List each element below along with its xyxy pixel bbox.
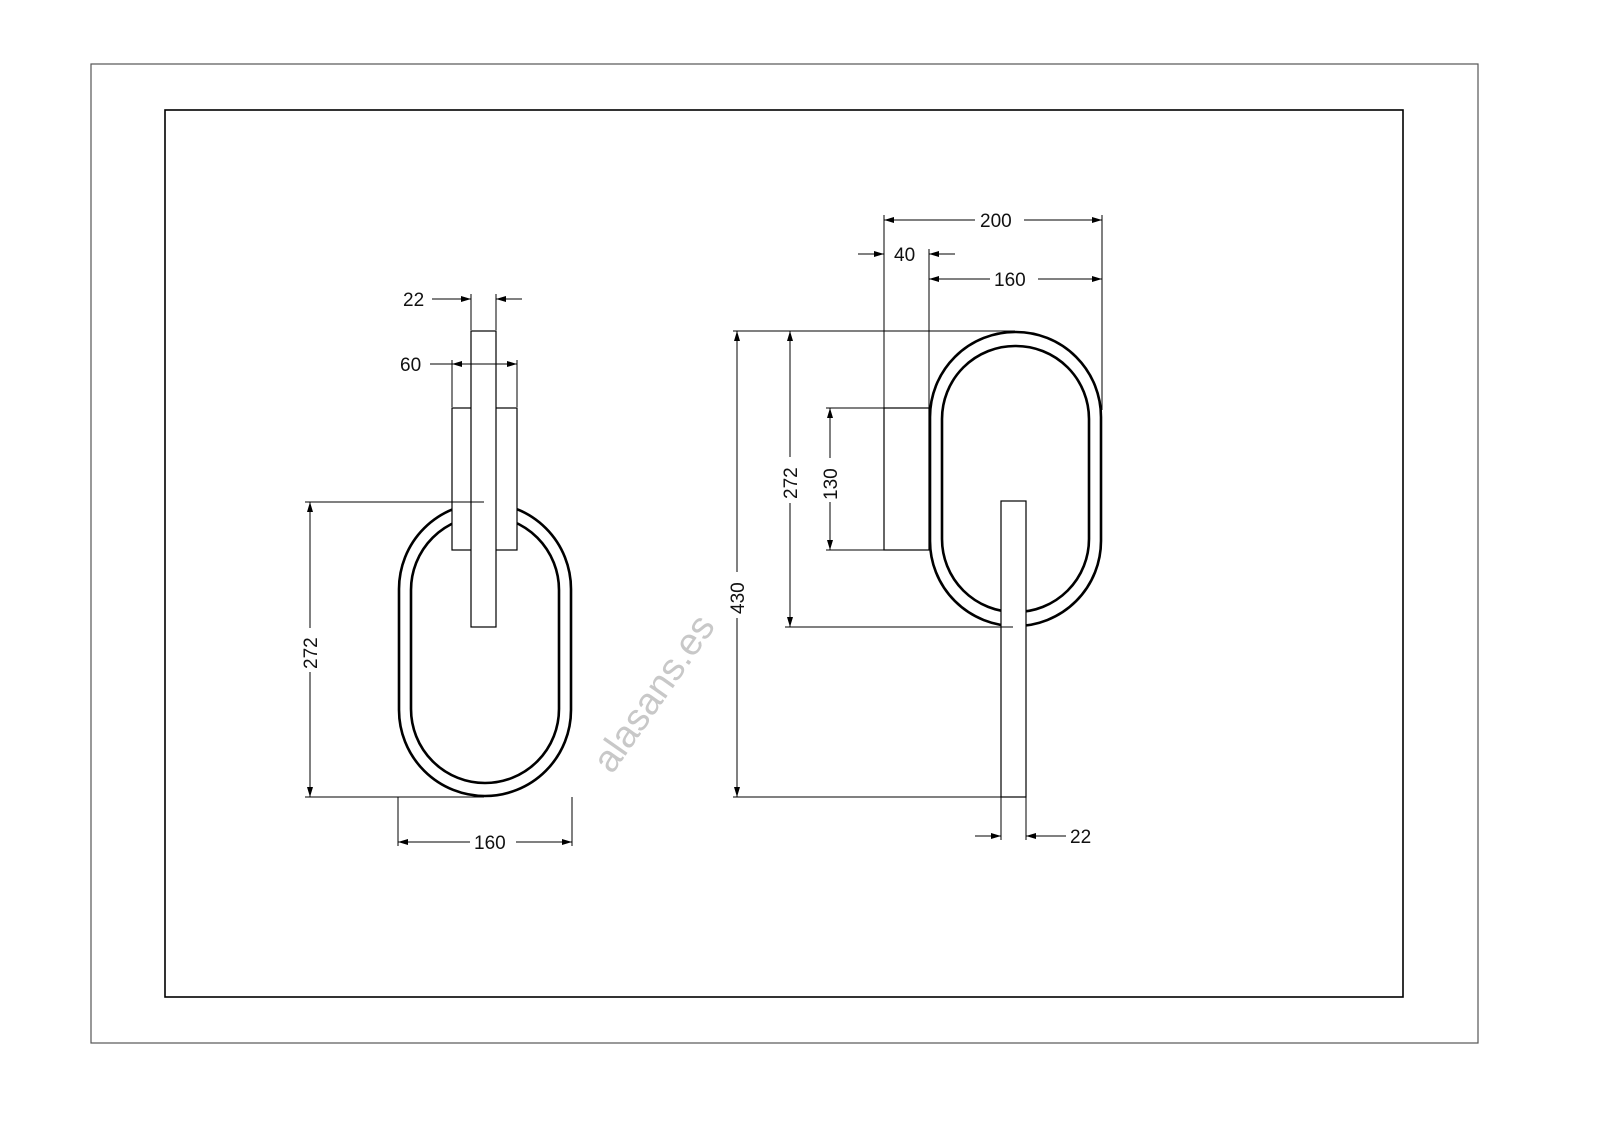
outer-border	[90, 63, 1479, 1044]
wall-plate	[883, 407, 930, 551]
light-bar	[1000, 500, 1027, 798]
front-view: 22 60 272 160	[300, 290, 573, 854]
dim-total-depth: 200	[980, 211, 1012, 232]
inner-border	[164, 109, 1404, 998]
dim-plate-height: 130	[821, 468, 842, 500]
dim-plate-depth: 40	[894, 245, 915, 266]
side-view: 200 40 160 430 272 130 22	[727, 211, 1103, 848]
dim-total-height: 430	[728, 582, 749, 614]
dim-ring-height: 272	[301, 637, 322, 669]
watermark: alasans.es	[585, 607, 724, 780]
light-bar	[470, 330, 497, 628]
dim-bar-width: 22	[1070, 827, 1091, 848]
dim-bar-width: 22	[403, 290, 424, 311]
dim-ring-width: 160	[474, 833, 506, 854]
dim-ring-height: 272	[781, 467, 802, 499]
dim-plate-width: 60	[400, 355, 421, 376]
dim-ring-depth: 160	[994, 270, 1026, 291]
